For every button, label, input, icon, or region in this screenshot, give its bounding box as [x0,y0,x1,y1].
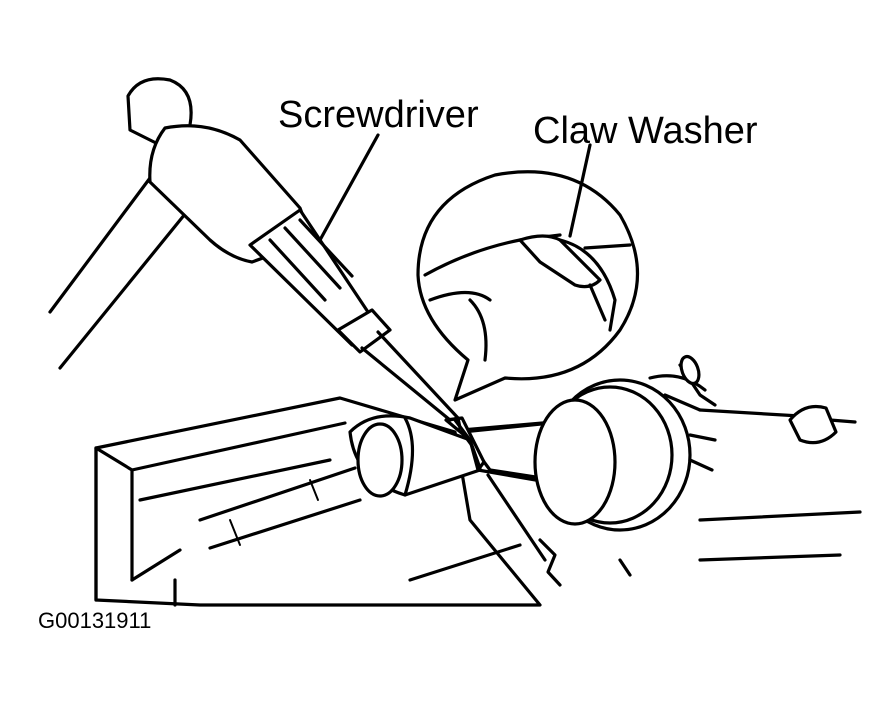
frame-lines [48,176,200,370]
right-frame [698,404,862,562]
left-collar [348,414,482,498]
bearing-flange [533,354,717,532]
screwdriver-label: Screwdriver [278,94,479,136]
figure-code: G00131911 [38,608,152,633]
claw-washer-label: Claw Washer [533,110,758,152]
screwdriver-tool [126,77,462,430]
leader-lines [318,133,592,242]
lower-bolt [538,538,632,587]
detail-circle [416,170,640,402]
inner-rod [198,466,362,550]
